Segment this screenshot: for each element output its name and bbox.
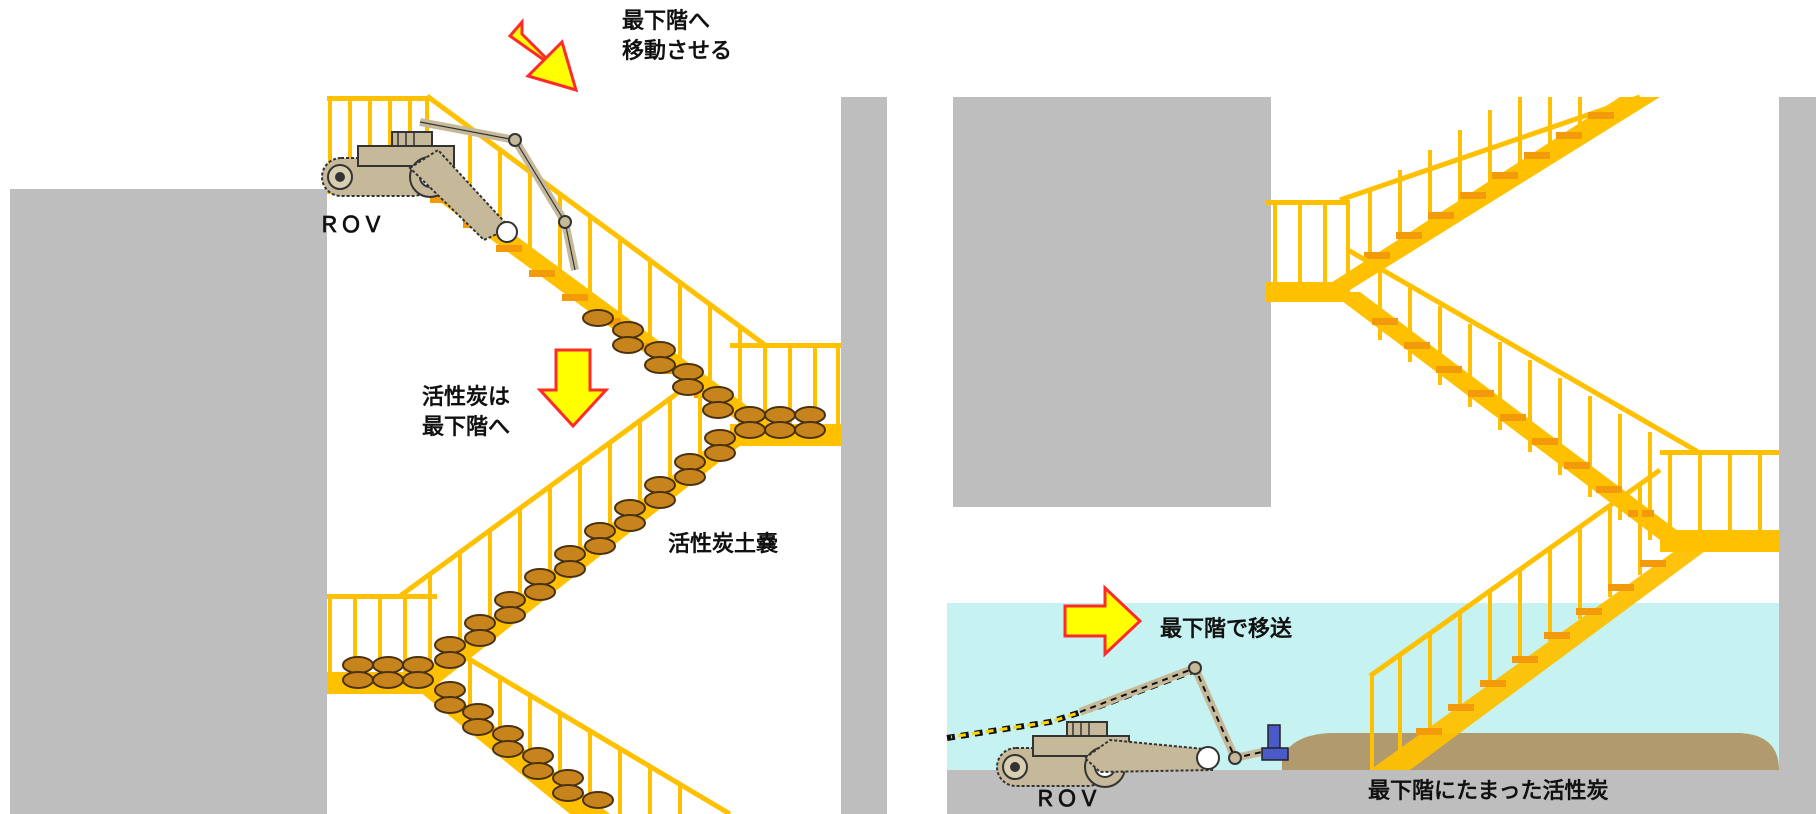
left-wall-block xyxy=(10,189,327,814)
left-right-wall xyxy=(841,97,887,814)
move-to-bottom-label: 最下階へ 移動させる xyxy=(622,9,732,64)
arrow-transfer-icon xyxy=(1063,584,1143,658)
rov-label-right: ＲＯＶ xyxy=(1034,787,1100,812)
carbon-to-bottom-line2: 最下階へ xyxy=(422,415,510,440)
pump-icon xyxy=(1261,724,1289,761)
move-to-bottom-line1: 最下階へ xyxy=(622,9,710,34)
arrow-move-icon xyxy=(507,17,579,93)
move-to-bottom-line2: 移動させる xyxy=(622,38,732,64)
carbon-sandbags xyxy=(342,309,826,809)
arrow-down-icon xyxy=(536,348,610,429)
right-panel: 最下階で移送 最下階にたまった活性炭 ＲＯＶ xyxy=(946,94,1816,814)
sediment-carbon xyxy=(1282,733,1779,770)
sediment-label: 最下階にたまった活性炭 xyxy=(1368,778,1608,804)
transfer-at-bottom-label: 最下階で移送 xyxy=(1160,616,1292,642)
carbon-to-bottom-label: 活性炭は 最下階へ xyxy=(422,384,518,440)
rov-robot-left xyxy=(321,118,579,271)
transfer-hose-yellow xyxy=(950,670,1191,739)
right-right-wall xyxy=(1779,97,1816,814)
carbon-sandbag-label: 活性炭土嚢 xyxy=(668,531,778,557)
left-stairs xyxy=(327,93,841,814)
carbon-to-bottom-line1: 活性炭は xyxy=(422,384,510,410)
rov-label-left: ＲＯＶ xyxy=(318,213,384,238)
right-upper-wall xyxy=(953,97,1271,507)
right-stairs xyxy=(1266,94,1779,770)
rov-robot-right xyxy=(996,661,1289,788)
left-panel: 最下階へ 移動させる 活性炭は 最下階へ 活性炭土嚢 ＲＯＶ xyxy=(10,9,887,814)
